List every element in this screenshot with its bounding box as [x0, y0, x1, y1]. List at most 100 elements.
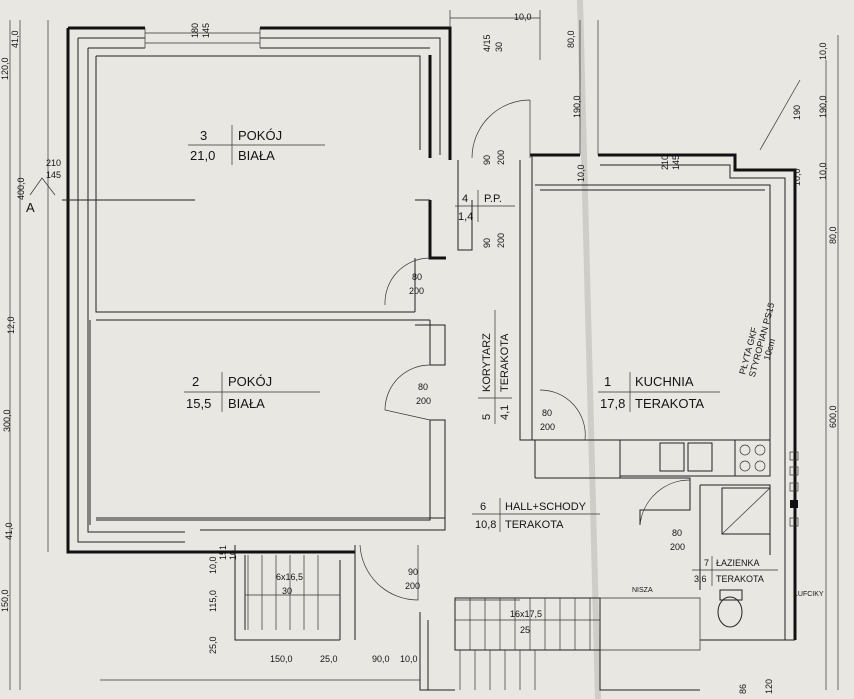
room-area: 3,6 [694, 574, 707, 584]
dims-left: 41,0 120,0 12,0 300,0 41,0 150,0 400,0 [0, 30, 26, 612]
room-label-4: 4 P.P. 1,4 [455, 190, 515, 223]
dim-value: 190,0 [572, 95, 582, 118]
room-finish: BIAŁA [238, 148, 275, 163]
room-finish: TERAKOTA [716, 574, 764, 584]
bathroom-fixtures [717, 451, 799, 628]
door-width: 80 [418, 382, 428, 392]
door-height: 200 [540, 422, 555, 432]
room-area: 10,8 [475, 519, 496, 531]
room-name: KORYTARZ [481, 333, 493, 392]
stair-size: 6x16,5 [276, 572, 303, 582]
room-number: 2 [192, 374, 199, 389]
room-finish: TERAKOTA [635, 396, 704, 411]
dims-kitchen-top: 190 10,0 [792, 105, 802, 186]
room-label-7: 7 ŁAZIENKA 3,6 TERAKOTA [692, 556, 778, 586]
door-label-room2: 80 200 [416, 382, 431, 406]
nisza-note: NISZA [632, 587, 653, 594]
dim-value: 10,0 [818, 162, 828, 180]
door-width: 90 [482, 238, 492, 248]
dim-value: 190 [792, 105, 802, 120]
door-width: 80 [672, 528, 682, 538]
door-width: 80 [542, 408, 552, 418]
door-width: 80 [412, 272, 422, 282]
room-area: 21,0 [190, 148, 215, 163]
exterior-walls [66, 26, 452, 554]
stair-run: 30 [282, 586, 292, 596]
dim-value: 150,0 [270, 654, 293, 664]
dim-value: 120 [764, 679, 774, 694]
staircase-right [454, 597, 701, 690]
room-area: 4,1 [499, 405, 511, 420]
dim-value: 41,0 [10, 30, 20, 48]
door-height: 200 [416, 396, 431, 406]
door-swings [359, 99, 691, 601]
dims-top-right: 10,0 190,0 10,0 80,0 [818, 42, 838, 244]
window-label-left: 210 145 [46, 158, 61, 180]
room-number: 6 [480, 501, 486, 513]
window-width: 210 [46, 158, 61, 168]
window-height: 30 [494, 42, 504, 52]
door-label-pp: 90 200 [482, 233, 506, 248]
window-height: 145 [46, 170, 61, 180]
room-label-1: 1 KUCHNIA 17,8 TERAKOTA [598, 372, 720, 412]
dim-value: 80,0 [828, 226, 838, 244]
door-height: 200 [496, 150, 506, 165]
room-name: HALL+SCHODY [505, 501, 587, 513]
room-finish: TERAKOTA [505, 519, 564, 531]
door-width: 90 [408, 567, 418, 577]
room-name: POKÓJ [228, 374, 272, 389]
room-finish: BIAŁA [228, 396, 265, 411]
window-label-kitchen: 210 145 [660, 155, 681, 170]
room-name: ŁAZIENKA [716, 558, 760, 568]
dim-value: 25,0 [208, 636, 218, 654]
room-number: 7 [704, 558, 709, 568]
door-height: 200 [405, 581, 420, 591]
room-number: 5 [481, 414, 493, 420]
dim-value: 90,0 [372, 654, 390, 664]
dim-value: 25,0 [320, 654, 338, 664]
room-label-5: 5 KORYTARZ 4,1 TERAKOTA [478, 310, 512, 424]
door-height: 200 [670, 542, 685, 552]
dim-value: 190,0 [818, 95, 828, 118]
window-width: 180 [190, 23, 200, 38]
stair-label-left: 6x16,5 30 [276, 572, 303, 596]
dims-stair-top: 151 10 [218, 545, 238, 560]
door-label-corridor-top: 90 200 [482, 150, 506, 165]
door-height: 200 [409, 286, 424, 296]
dim-value: 120,0 [0, 57, 10, 80]
dim-value: 115,0 [208, 590, 218, 612]
dimension-lines [9, 10, 839, 690]
dims-right: 190,0 10,0 600,0 [572, 95, 838, 428]
door-width: 90 [482, 155, 492, 165]
dim-value: 400,0 [16, 177, 26, 200]
dims-bottom: 150,0 25,0 90,0 10,0 [270, 654, 418, 664]
room-label-2: 2 POKÓJ 15,5 BIAŁA [184, 372, 320, 412]
stair-run: 25 [520, 625, 530, 635]
room-name: P.P. [484, 193, 502, 205]
dim-value: 12,0 [6, 316, 16, 334]
dim-value: 150,0 [0, 589, 10, 612]
window-label-room3: 180 145 [190, 23, 211, 38]
dim-value: 300,0 [2, 409, 12, 432]
dim-value: 41,0 [4, 522, 14, 540]
room-area: 1,4 [458, 211, 473, 223]
window-height: 145 [201, 23, 211, 38]
stair-size: 16x17,5 [510, 609, 542, 619]
dim-value: 86 [738, 684, 748, 694]
room-label-6: 6 HALL+SCHODY 10,8 TERAKOTA [472, 498, 600, 532]
dims-stair-left: 10,0 115,0 25,0 [208, 556, 218, 654]
dim-value: 80,0 [566, 30, 576, 48]
door-height: 200 [496, 233, 506, 248]
room-name: POKÓJ [238, 128, 282, 143]
dim-value: 151 [218, 545, 228, 560]
dim-value: 10 [228, 550, 238, 560]
stair-label-right: 16x17,5 25 [510, 609, 542, 635]
interior-walls [62, 55, 797, 691]
staircase-left [245, 555, 340, 630]
room-number: 3 [200, 128, 207, 143]
dim-value: 10,0 [514, 12, 532, 22]
window-label-top: 4/15 30 [482, 34, 504, 52]
kitchen-counter [619, 439, 771, 477]
dim-value: 10,0 [576, 164, 586, 182]
